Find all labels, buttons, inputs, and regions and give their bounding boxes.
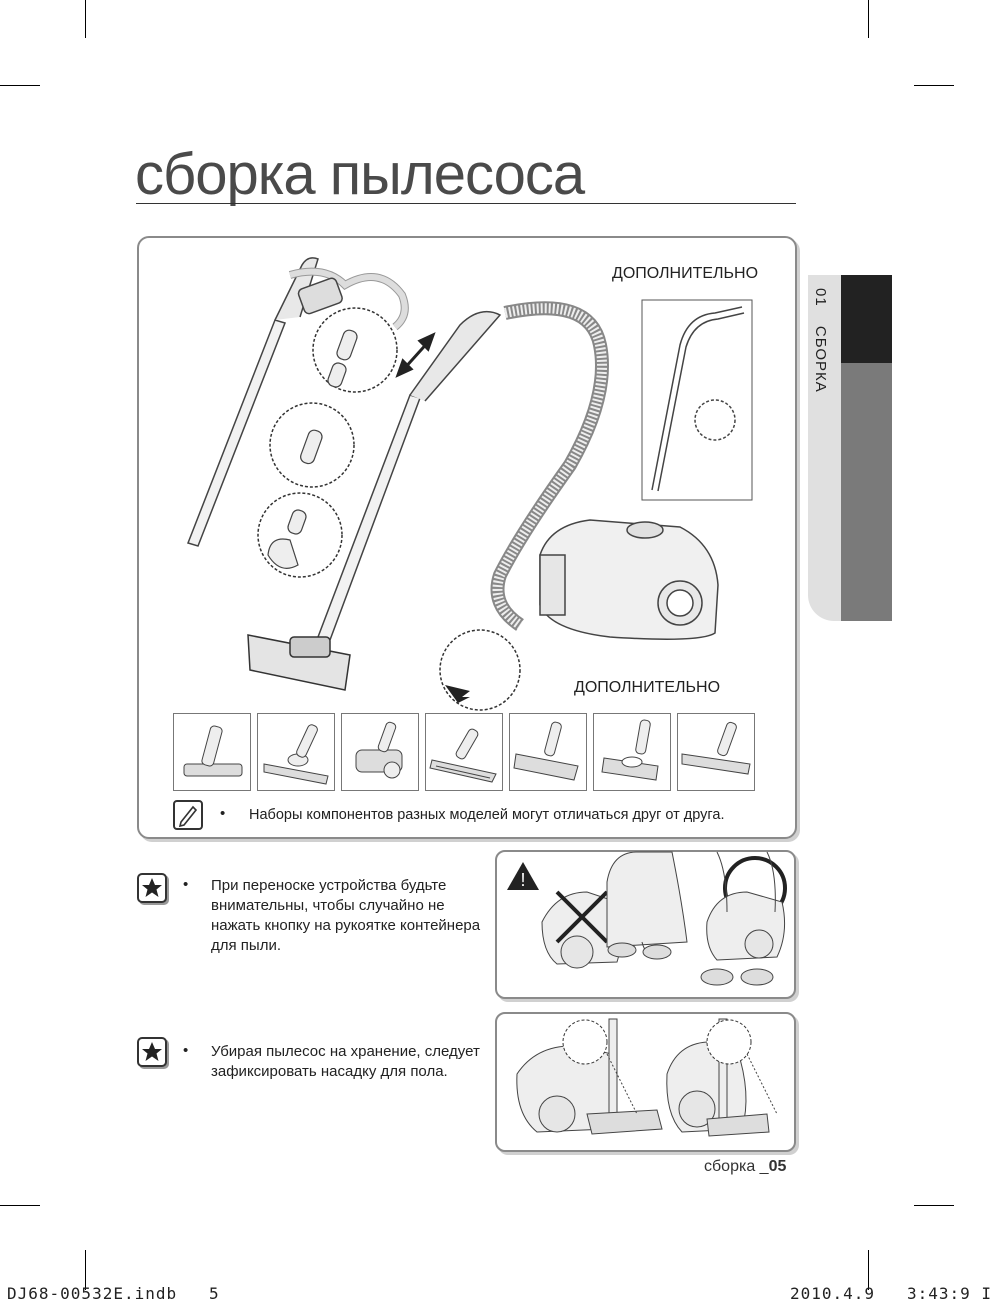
chapter-tab-background bbox=[808, 275, 842, 621]
caution-text: При переноске устройства будьте внимател… bbox=[211, 877, 481, 954]
print-timestamp: 2010.4.9 3:43:9 I bbox=[790, 1284, 992, 1303]
file-name: DJ68-00532E.indb 5 bbox=[7, 1284, 220, 1303]
nozzle-image bbox=[341, 713, 419, 791]
nozzle-image bbox=[509, 713, 587, 791]
optional-label-top: ДОПОЛНИТЕЛЬНО bbox=[612, 265, 759, 282]
caution-bullet: • bbox=[183, 876, 189, 893]
crop-mark bbox=[868, 1250, 869, 1290]
caution-bullet: • bbox=[183, 1042, 189, 1059]
nozzle-image bbox=[677, 713, 755, 791]
vacuum-assembly-illustration bbox=[187, 257, 753, 711]
chapter-number: 01 bbox=[812, 288, 829, 307]
nozzle-image bbox=[593, 713, 671, 791]
nozzle-image bbox=[173, 713, 251, 791]
title-underline bbox=[136, 203, 796, 204]
nozzle-image bbox=[257, 713, 335, 791]
crop-mark bbox=[914, 1205, 954, 1206]
note-bullet: • bbox=[220, 805, 226, 822]
svg-text:!: ! bbox=[520, 870, 525, 890]
page-number: 05 bbox=[768, 1158, 787, 1175]
crop-mark bbox=[868, 0, 869, 38]
chapter-name: СБОРКА bbox=[812, 325, 829, 393]
crop-mark bbox=[0, 1205, 40, 1206]
crop-mark bbox=[85, 1250, 86, 1290]
page-label: сборка _ bbox=[704, 1158, 769, 1175]
chapter-tab-band bbox=[841, 363, 892, 621]
optional-label-bottom: ДОПОЛНИТЕЛЬНО bbox=[574, 679, 721, 696]
star-icon bbox=[137, 873, 167, 903]
crop-mark bbox=[914, 85, 954, 86]
note-pencil-icon bbox=[173, 800, 203, 830]
nozzle-image bbox=[425, 713, 503, 791]
carry-warning-illustration: ! bbox=[495, 850, 796, 999]
star-icon bbox=[137, 1037, 167, 1067]
page-footer: сборка _05 bbox=[704, 1158, 786, 1176]
crop-mark bbox=[0, 85, 40, 86]
storage-illustration bbox=[495, 1012, 796, 1152]
note-text: Наборы компонентов разных моделей могут … bbox=[249, 807, 725, 823]
crop-mark bbox=[85, 0, 86, 38]
chapter-tab-marker bbox=[841, 275, 892, 363]
chapter-tab-label: 01 СБОРКА bbox=[812, 288, 829, 393]
page-title: сборка пылесоса bbox=[135, 142, 585, 207]
caution-text: Убирая пылесос на хранение, следует зафи… bbox=[211, 1043, 480, 1080]
